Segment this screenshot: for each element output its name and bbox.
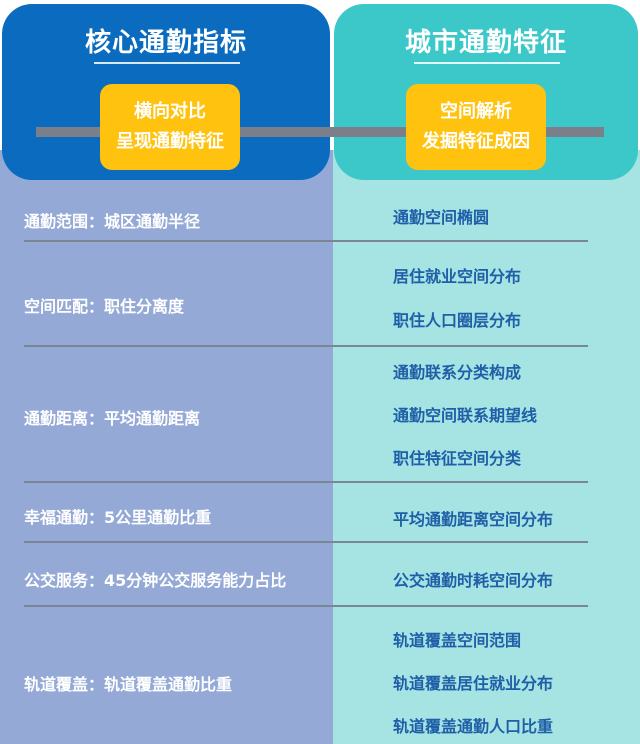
left-title-underline [94,62,240,64]
row-3-features: 通勤联系分类构成 通勤空间联系期望线 职住特征空间分类 [393,359,537,469]
row-3-feature-1: 通勤联系分类构成 [393,363,522,382]
left-badge: 横向对比 呈现通勤特征 [100,84,240,170]
row-1-indicator: 通勤范围：城区通勤半径 [24,212,201,231]
row-5-features: 公交通勤时耗空间分布 [393,567,553,591]
row-divider-3 [24,481,588,483]
row-divider-4 [24,541,588,543]
left-column-background [0,150,333,744]
row-4-indicator: 幸福通勤：5公里通勤比重 [24,508,212,527]
row-6-features: 轨道覆盖空间范围 轨道覆盖居住就业分布 轨道覆盖通勤人口比重 [393,627,553,737]
row-2-feature-2: 职住人口圈层分布 [393,311,522,330]
row-5-indicator: 公交服务：45分钟公交服务能力占比 [24,571,287,590]
row-6-feature-2: 轨道覆盖居住就业分布 [393,674,554,693]
right-badge-line-1: 空间解析 [440,101,512,122]
row-divider-2 [24,345,588,347]
row-2-indicator: 空间匹配：职住分离度 [24,297,185,316]
left-badge-line-2: 呈现通勤特征 [116,131,224,152]
row-6-feature-3: 轨道覆盖通勤人口比重 [393,717,554,736]
right-header-title: 城市通勤特征 [404,28,567,58]
right-badge: 空间解析 发掘特征成因 [406,84,546,170]
row-divider-5 [24,605,588,607]
row-4-feature-1: 平均通勤距离空间分布 [393,510,554,529]
row-4-features: 平均通勤距离空间分布 [393,506,553,530]
right-column-background [333,150,640,744]
row-3-feature-2: 通勤空间联系期望线 [393,406,538,425]
connector-bar [36,127,604,137]
row-2-features: 居住就业空间分布 职住人口圈层分布 [393,263,521,331]
row-2-feature-1: 居住就业空间分布 [393,267,522,286]
row-3-indicator: 通勤距离：平均通勤距离 [24,409,201,428]
right-badge-line-2: 发掘特征成因 [422,131,530,152]
row-1-features: 通勤空间椭圆 [393,204,489,228]
left-header-title: 核心通勤指标 [84,28,247,58]
row-5-feature-1: 公交通勤时耗空间分布 [393,571,554,590]
row-6-indicator: 轨道覆盖：轨道覆盖通勤比重 [24,675,233,694]
row-divider-1 [24,240,588,242]
left-badge-line-1: 横向对比 [134,101,206,122]
row-1-feature-1: 通勤空间椭圆 [393,208,490,227]
row-3-feature-3: 职住特征空间分类 [393,449,522,468]
row-6-feature-1: 轨道覆盖空间范围 [393,631,522,650]
right-title-underline [414,62,560,64]
